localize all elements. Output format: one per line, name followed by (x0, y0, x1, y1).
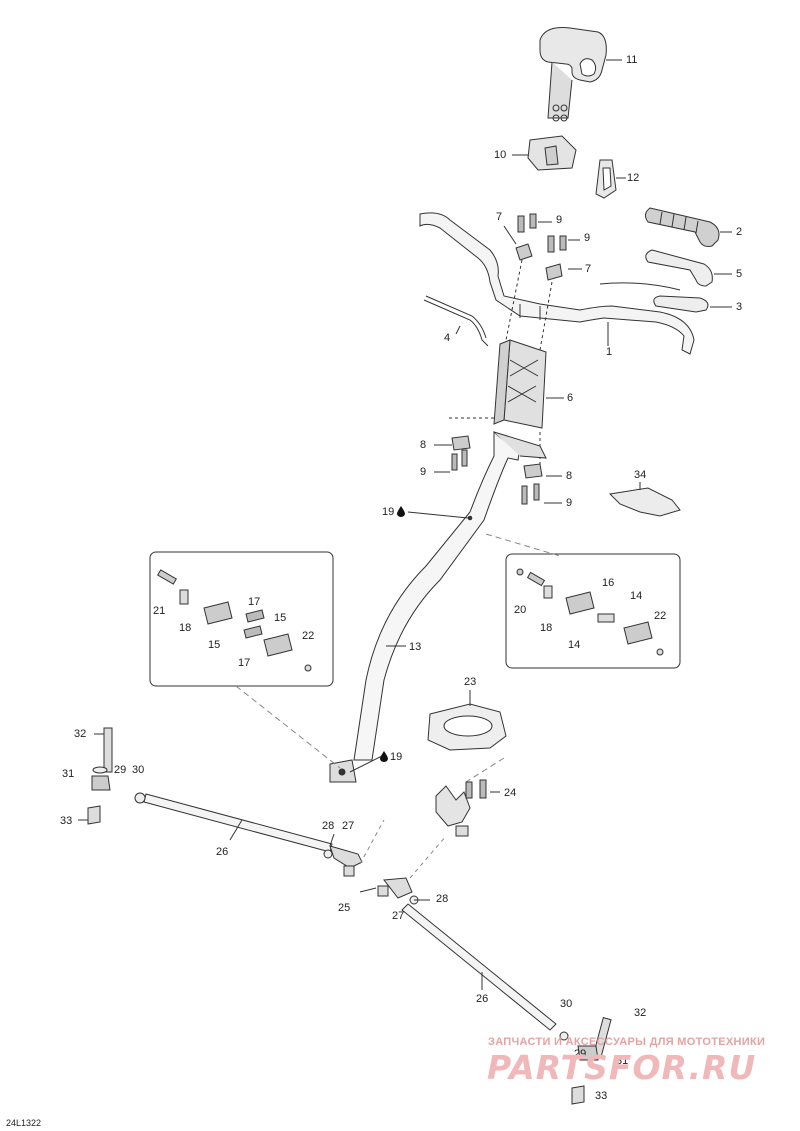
callout-6: 6 (567, 392, 574, 404)
part-10-clamp-cover (512, 135, 577, 171)
callout-7: 7 (496, 211, 503, 223)
callout-29: 29 (114, 764, 127, 776)
part-4-rod (423, 295, 489, 347)
inset-box-left (149, 551, 334, 687)
callout-4: 4 (444, 332, 451, 344)
watermark-logo: PARTSFOR.RU (487, 1048, 757, 1087)
callout-19: 19 (390, 751, 403, 763)
part-7-9-upper-clamps (503, 213, 582, 281)
right-tie-rod-end (571, 1017, 612, 1105)
callout-15: 15 (274, 612, 287, 624)
callout-29: 29 (574, 1048, 587, 1060)
callout-12: 12 (627, 172, 640, 184)
callout-14: 14 (568, 639, 581, 651)
part-26-tie-rod-lower (383, 877, 569, 1041)
part-24-bracket (435, 779, 500, 837)
callout-27: 27 (342, 820, 355, 832)
callout-14: 14 (630, 590, 643, 602)
callout-16: 16 (602, 577, 615, 589)
callout-25: 25 (338, 902, 351, 914)
callout-9: 9 (584, 232, 591, 244)
callout-11: 11 (626, 54, 638, 66)
left-tie-rod-end (78, 727, 113, 825)
callout-26: 26 (476, 993, 489, 1005)
callout-30: 30 (132, 764, 145, 776)
callout-1: 1 (606, 346, 613, 358)
drawing-code: 24L1322 (6, 1118, 42, 1128)
callout-9: 9 (556, 214, 563, 226)
part-5-grip-sleeve (645, 249, 732, 287)
part-3-heater-sleeve (599, 282, 732, 313)
callout-26: 26 (216, 846, 229, 858)
part-23-boot (427, 690, 507, 751)
callout-24: 24 (504, 787, 517, 799)
callout-10: 10 (494, 149, 507, 161)
inset-box-right (505, 553, 681, 669)
callout-23: 23 (464, 676, 477, 688)
callout-8: 8 (566, 470, 573, 482)
part-6-riser (493, 339, 564, 429)
callout-31: 31 (62, 768, 75, 780)
part-13-steering-column (329, 430, 547, 783)
grease-drop-icon (397, 506, 405, 517)
callout-15: 15 (208, 639, 221, 651)
callout-31: 31 (616, 1055, 629, 1067)
callout-17: 17 (248, 596, 261, 608)
callout-22: 22 (654, 610, 667, 622)
callout-9: 9 (566, 497, 573, 509)
callout-33: 33 (595, 1090, 608, 1102)
callout-32: 32 (634, 1007, 647, 1019)
callout-22: 22 (302, 630, 315, 642)
callout-18: 18 (540, 622, 553, 634)
part-2-grip (644, 207, 732, 247)
watermark-tagline: ЗАПЧАСТИ И АКСЕССУАРЫ ДЛЯ МОТОТЕХНИКИ (488, 1036, 766, 1048)
callout-13: 13 (409, 641, 422, 653)
grease-drop-icon (380, 751, 388, 762)
part-25-27-28-hardware (323, 833, 430, 901)
inset-left-bushings (157, 569, 312, 672)
callout-18: 18 (179, 622, 192, 634)
callout-5: 5 (736, 268, 743, 280)
part-1-handlebar (419, 212, 695, 355)
callout-7: 7 (585, 263, 592, 275)
callout-2: 2 (736, 226, 743, 238)
part-26-tie-rod-upper (134, 792, 363, 869)
callout-28: 28 (436, 893, 449, 905)
callout-19: 19 (382, 506, 395, 518)
callout-21: 21 (153, 605, 166, 617)
callout-28: 28 (322, 820, 335, 832)
callout-9: 9 (420, 466, 427, 478)
callout-20: 20 (514, 604, 527, 616)
callout-30: 30 (560, 998, 573, 1010)
callout-34: 34 (634, 469, 647, 481)
callout-27: 27 (392, 910, 405, 922)
part-34-plate (608, 482, 681, 517)
callout-3: 3 (736, 301, 743, 313)
callout-32: 32 (74, 728, 87, 740)
callout-17: 17 (238, 657, 251, 669)
callout-33: 33 (60, 815, 73, 827)
part-8-9-lower-clamps (434, 435, 562, 505)
callout-8: 8 (420, 439, 427, 451)
part-11-handlebar-cover (539, 27, 622, 122)
part-12-guide (595, 159, 626, 199)
inset-right-bushings (516, 568, 664, 656)
